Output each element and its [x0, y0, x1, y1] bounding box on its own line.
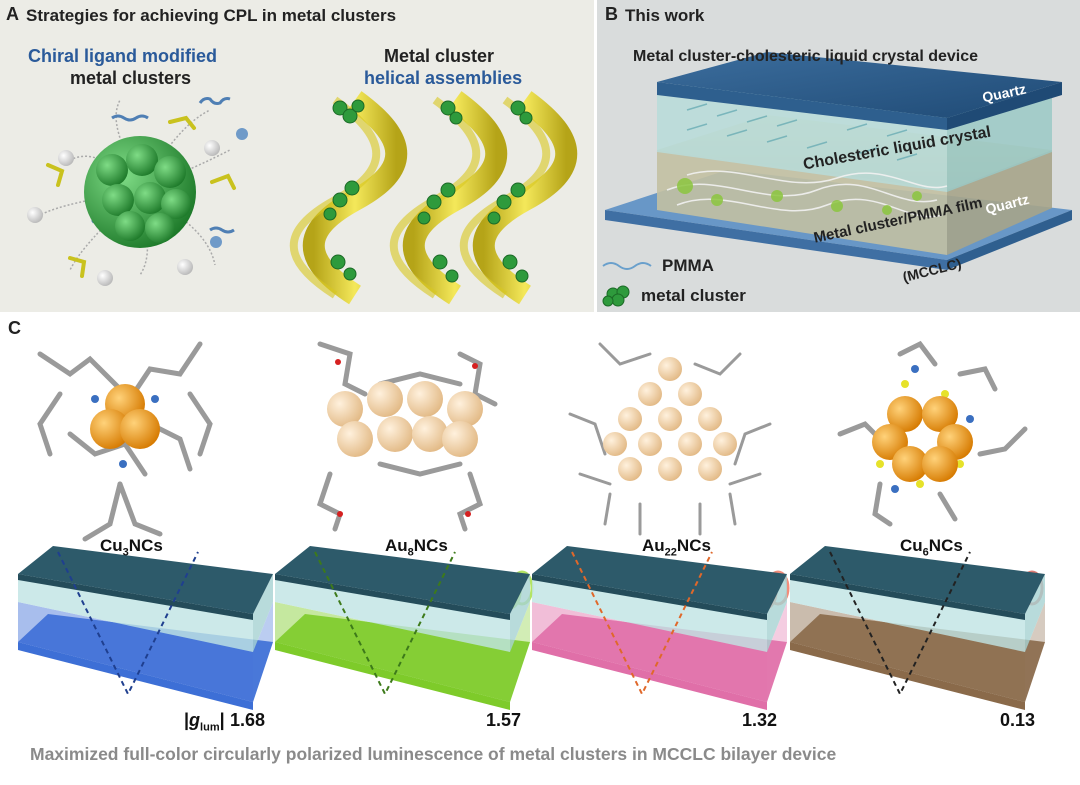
label-metal-clusters: metal clusters — [70, 68, 192, 88]
device-v-line — [57, 551, 199, 697]
cluster-label-au8: Au8NCs — [385, 536, 448, 559]
device-top-plate — [275, 546, 530, 614]
device-film-front — [790, 602, 1025, 702]
cluster-beads — [323, 99, 533, 283]
devices — [18, 546, 1045, 710]
ligand-end-groups — [27, 128, 248, 286]
au8-structure — [316, 341, 498, 532]
glum-symbol: |glum| — [184, 710, 225, 734]
device-film-side — [510, 602, 530, 702]
device-title: Metal cluster-cholesteric liquid crystal… — [633, 48, 979, 65]
device-3 — [532, 546, 787, 710]
device-film-front — [532, 602, 767, 702]
device-top-plate — [532, 546, 787, 614]
device-film-side — [767, 602, 787, 702]
device-clc-side — [767, 574, 787, 652]
label-helical-assemblies: helical assemblies — [364, 68, 523, 88]
cu3-structure — [37, 341, 213, 542]
panel-b-title: This work — [625, 6, 705, 25]
cu6-structure — [837, 340, 1028, 527]
device-bottom-edge — [790, 642, 1025, 710]
device-film-front — [18, 602, 253, 702]
film-clusters — [677, 178, 922, 215]
device-top-edge — [275, 574, 510, 620]
lc-molecules — [686, 103, 918, 161]
panel-a: A Strategies for achieving CPL in metal … — [0, 0, 594, 312]
device-clc-front — [18, 574, 253, 652]
glum-value-cu6: 0.13 — [1000, 710, 1036, 730]
panel-c-letter: C — [8, 318, 21, 338]
device-clc-front — [790, 574, 1025, 652]
device-top-edge — [790, 574, 1025, 620]
helical-assemblies — [289, 91, 578, 305]
device-v-line — [314, 551, 456, 697]
device-2 — [275, 546, 530, 710]
glum-value-au8: 1.57 — [486, 710, 522, 730]
quartz-top-plate — [657, 52, 1062, 118]
device-clc-side — [510, 574, 530, 652]
device-4 — [790, 546, 1045, 710]
legend-metal-cluster-icon — [602, 285, 630, 307]
label-chiral-ligand: Chiral ligand modified — [28, 46, 218, 66]
panel-b-letter: B — [605, 4, 618, 24]
cluster-label-cu6: Cu6NCs — [900, 536, 963, 559]
device-clc-front — [532, 574, 767, 652]
au22-structure — [568, 342, 772, 536]
panel-c-illustration — [18, 340, 1045, 710]
device-top-plate — [790, 546, 1045, 614]
device-top-edge — [532, 574, 767, 620]
legend-pmma-icon — [602, 262, 652, 270]
device-clc-side — [1025, 574, 1045, 652]
glum-value-cu3: 1.68 — [230, 710, 266, 730]
device-1 — [18, 546, 273, 710]
cluster-label-au22: Au22NCs — [642, 536, 711, 559]
panel-a-title: Strategies for achieving CPL in metal cl… — [26, 6, 397, 25]
cluster-label-cu3: Cu3NCs — [100, 536, 163, 559]
device-bottom-edge — [532, 642, 767, 710]
metal-cluster-core — [84, 136, 196, 248]
legend-metal-cluster-label: metal cluster — [641, 286, 746, 305]
device-v-line — [571, 551, 713, 697]
panel-a-letter: A — [6, 4, 19, 24]
device-film-front — [275, 602, 510, 702]
device-film-side — [1025, 602, 1045, 702]
panel-c: C Cu3NCs Au8NCs Au22NCs Cu6NCs |glum| 1.… — [0, 314, 1080, 785]
glum-value-au22: 1.32 — [742, 710, 778, 730]
device-top-plate — [18, 546, 273, 614]
panel-c-caption: Maximized full-color circularly polarize… — [30, 744, 837, 764]
panel-b: B This work Metal cluster-cholesteric li… — [597, 0, 1080, 312]
device-illustration — [602, 52, 1072, 307]
device-bottom-edge — [18, 642, 253, 710]
label-metal-cluster: Metal cluster — [384, 46, 495, 66]
device-bottom-edge — [275, 642, 510, 710]
panel-a-illustration — [27, 91, 578, 305]
device-top-edge — [18, 574, 253, 620]
legend-pmma-label: PMMA — [662, 256, 714, 275]
device-film-side — [253, 602, 273, 702]
device-clc-front — [275, 574, 510, 652]
device-v-line — [829, 551, 971, 697]
device-clc-side — [253, 574, 273, 652]
